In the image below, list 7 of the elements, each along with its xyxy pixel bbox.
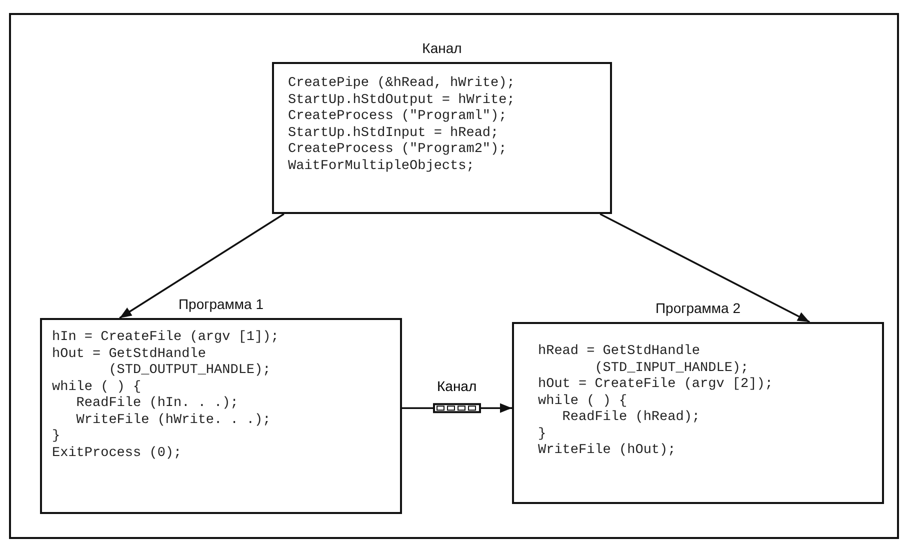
code-listing: hRead = GetStdHandle (STD_INPUT_HANDLE); hOut = CreateFile (argv [2]); while ( ) { ReadFile (hRead); } WriteFile (hOut); <box>538 344 773 460</box>
edge-label: Канал <box>435 378 479 394</box>
box-heading: Программа 2 <box>654 300 742 316</box>
code-listing: CreatePipe (&hRead, hWrite); StartUp.hStdOutput = hWrite; CreateProcess ("Programl"); StartUp.hStdInput = hRead; CreateProcess ("Program2"); WaitForMultipleObjects; <box>288 76 515 175</box>
box-heading: Программа 1 <box>177 296 265 312</box>
box-heading: Канал <box>421 40 463 56</box>
code-listing: hIn = CreateFile (argv [1]); hOut = GetStdHandle (STD_OUTPUT_HANDLE); while ( ) { ReadFile (hIn. . .); WriteFile (hWrite. . .); } ExitProcess (0); <box>52 330 279 462</box>
